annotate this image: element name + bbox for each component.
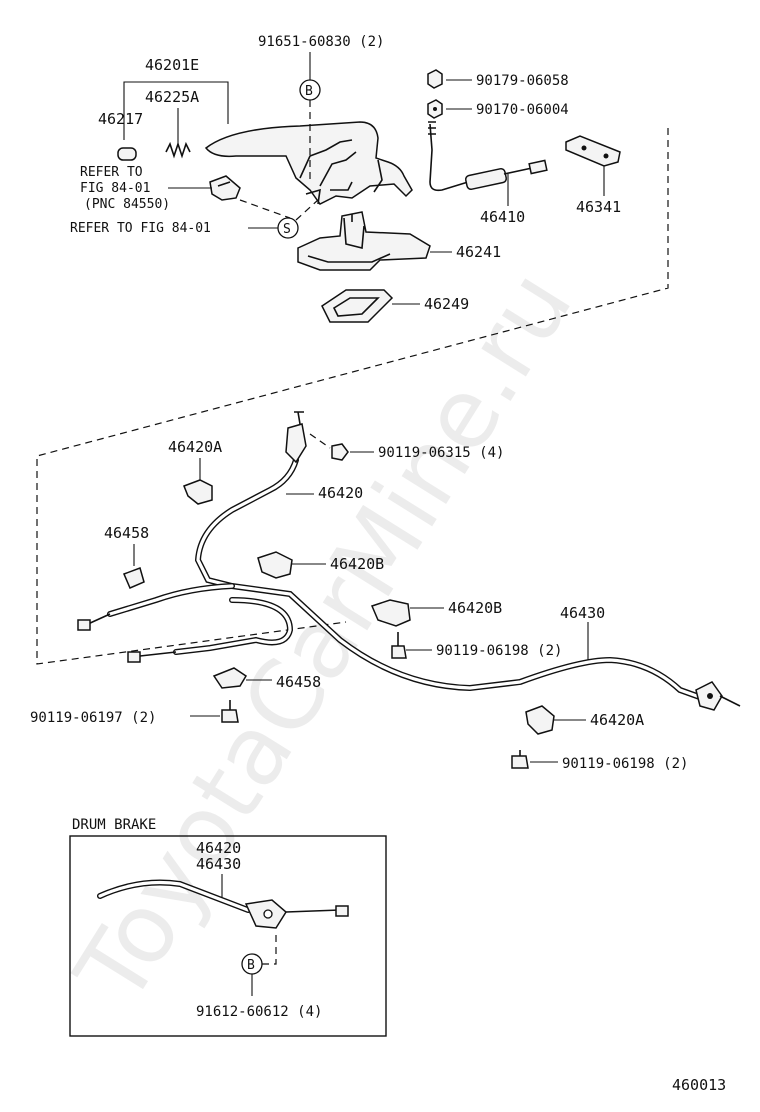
leader-bolt-90119-06315-dashed — [309, 433, 331, 449]
cable-end-top — [285, 411, 307, 464]
label-46249: 46249 — [424, 295, 469, 313]
clamp-46420a-top — [183, 479, 213, 505]
label-46420: 46420 — [318, 484, 363, 502]
label-90119-06315: 90119-06315 (4) — [378, 445, 504, 461]
parking-brake-lever — [204, 121, 413, 205]
label-46458-top: 46458 — [104, 524, 149, 542]
label-90119-06197: 90119-06197 (2) — [30, 710, 156, 726]
label-46420b-mid: 46420B — [448, 599, 502, 617]
label-46420a-top: 46420A — [168, 438, 222, 456]
bolt-90119-06197 — [221, 700, 239, 723]
clip-46458-bot — [212, 667, 248, 689]
bolt-90119-06198-a — [391, 632, 407, 659]
label-90119-06198-a: 90119-06198 (2) — [436, 643, 562, 659]
label-46217: 46217 — [98, 110, 143, 128]
rear-cable-46430-left — [77, 583, 294, 663]
clamp-46420a-bot — [525, 705, 555, 735]
label-refer-to-1: REFER TO — [80, 165, 143, 180]
callout-s-letter: S — [283, 222, 291, 237]
leader-callout-b-drum — [262, 930, 277, 965]
lever-spring — [165, 141, 191, 159]
label-drum-46430: 46430 — [196, 855, 241, 873]
label-90170-06004: 90170-06004 — [476, 102, 569, 118]
label-91612-60612: 91612-60612 (4) — [196, 1004, 322, 1020]
drum-brake-cable — [97, 879, 349, 929]
bolt-90119-06198-b — [511, 750, 529, 769]
label-46420b-top: 46420B — [330, 555, 384, 573]
rear-cable-46420 — [194, 457, 711, 703]
label-drum-brake: DRUM BRAKE — [72, 817, 156, 833]
label-46201e: 46201E — [145, 56, 199, 74]
leader-callout-s — [239, 199, 319, 221]
label-refer-to-fig-2: REFER TO FIG 84-01 — [70, 221, 211, 236]
leader-46201e — [123, 81, 229, 140]
equalizer-46341 — [565, 135, 621, 167]
watermark-text: ToyotaCarMine.ru — [54, 252, 594, 1023]
label-46341: 46341 — [576, 198, 621, 216]
label-46410: 46410 — [480, 208, 525, 226]
lever-grip-cap — [117, 147, 137, 161]
bolt-90119-06315 — [331, 443, 349, 461]
label-refer-pnc: (PNC 84550) — [84, 197, 170, 212]
label-46430: 46430 — [560, 604, 605, 622]
callout-b-letter-drum: B — [247, 958, 255, 973]
label-46225a: 46225A — [145, 88, 199, 106]
lever-bracket-46241 — [297, 211, 431, 271]
label-90119-06198-b: 90119-06198 (2) — [562, 756, 688, 772]
callout-s-circle — [277, 217, 299, 239]
diagram-reference-number: 460013 — [672, 1076, 726, 1094]
front-cable-46410 — [428, 121, 548, 192]
clip-bracket — [209, 175, 241, 201]
label-46420a-bot: 46420A — [590, 711, 644, 729]
clip-46458-top — [123, 567, 145, 589]
nut-90170 — [427, 99, 443, 119]
label-46241: 46241 — [456, 243, 501, 261]
label-46458-bot: 46458 — [276, 673, 321, 691]
label-90179-06058: 90179-06058 — [476, 73, 569, 89]
nut-90179 — [427, 69, 443, 89]
label-refer-fig-1: FIG 84-01 — [80, 181, 150, 196]
cable-end-right — [695, 681, 741, 711]
label-drum-46420: 46420 — [196, 839, 241, 857]
callout-b-letter-top: B — [305, 84, 313, 99]
lever-boot-46249 — [321, 289, 394, 323]
bracket-46420b-mid — [370, 599, 411, 627]
bracket-46420b-top — [257, 551, 293, 579]
drum-brake-inset-frame — [69, 835, 387, 1037]
label-91651-60830: 91651-60830 (2) — [258, 34, 384, 50]
